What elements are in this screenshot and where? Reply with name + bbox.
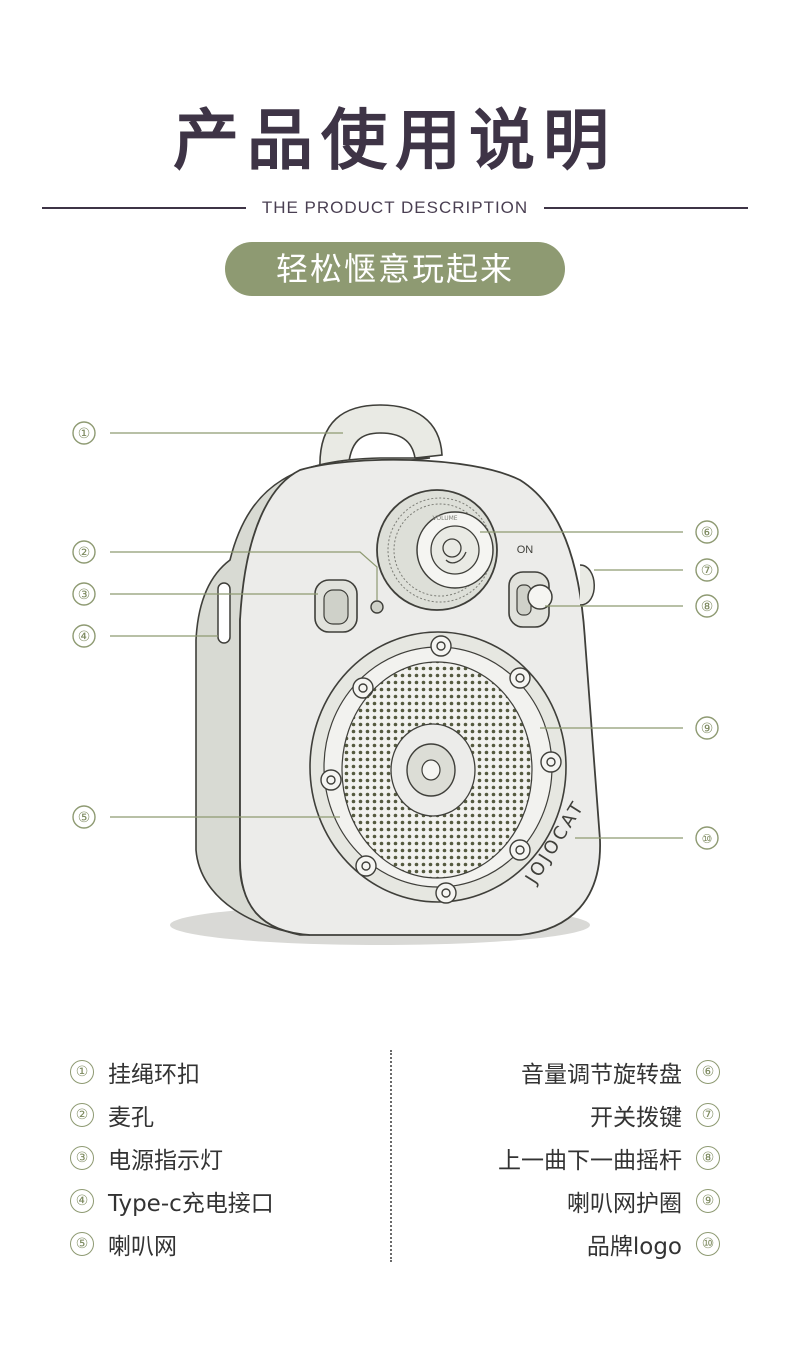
guard-screws	[320, 635, 562, 904]
legend-item-3: ③ 电源指示灯	[70, 1136, 274, 1179]
callout-5: ⑤	[78, 810, 91, 826]
type-c-port	[217, 582, 231, 644]
mic-hole	[370, 600, 384, 614]
legend-item-2: ② 麦孔	[70, 1093, 274, 1136]
legend-num: ⑤	[70, 1231, 94, 1256]
legend-text: 开关拨键	[590, 1104, 682, 1131]
callout-9: ⑨	[701, 721, 714, 737]
power-indicator	[314, 579, 358, 633]
knob-label: VOLUME	[432, 515, 457, 522]
callout-1: ①	[78, 426, 91, 442]
legend-text: 喇叭网	[108, 1233, 177, 1260]
callout-2: ②	[78, 545, 91, 561]
legend-num: ⑦	[696, 1102, 720, 1127]
legend-text: Type-c充电接口	[108, 1190, 274, 1217]
on-label: ON	[517, 544, 534, 556]
speaker-diagram: VOLUME ON JOJOCAT	[72, 404, 719, 945]
legend-left-column: ① 挂绳环扣 ② 麦孔 ③ 电源指示灯 ④ Type-c充电接口 ⑤ 喇叭网	[70, 1050, 274, 1265]
legend-num: ⑩	[696, 1231, 720, 1256]
legend-num: ①	[70, 1059, 94, 1084]
legend-text: 喇叭网护圈	[567, 1190, 682, 1217]
legend-num: ⑨	[696, 1188, 720, 1213]
legend-text: 上一曲下一曲摇杆	[498, 1147, 682, 1174]
legend-num: ④	[70, 1188, 94, 1213]
speaker-grille	[341, 661, 533, 879]
subtitle-line-left	[42, 207, 246, 209]
legend-num: ②	[70, 1102, 94, 1127]
legend-right-column: 音量调节旋转盘 ⑥ 开关拨键 ⑦ 上一曲下一曲摇杆 ⑧ 喇叭网护圈 ⑨ 品牌logo ⑩	[498, 1050, 720, 1265]
legend-num: ③	[70, 1145, 94, 1170]
callout-7: ⑦	[701, 563, 714, 579]
legend-text: 麦孔	[108, 1104, 154, 1131]
legend-item-5: ⑤ 喇叭网	[70, 1222, 274, 1265]
callout-6: ⑥	[701, 525, 714, 541]
callout-3: ③	[78, 587, 91, 603]
subtitle-line-right	[544, 207, 748, 209]
legend-item-10: 品牌logo ⑩	[498, 1222, 720, 1265]
lanyard-loop	[319, 404, 443, 471]
legend: ① 挂绳环扣 ② 麦孔 ③ 电源指示灯 ④ Type-c充电接口 ⑤ 喇叭网 音量调节旋转…	[0, 1040, 790, 1280]
legend-num: ⑧	[696, 1145, 720, 1170]
legend-item-8: 上一曲下一曲摇杆 ⑧	[498, 1136, 720, 1179]
subtitle: THE PRODUCT DESCRIPTION	[261, 198, 529, 217]
tagline-pill: 轻松惬意玩起来	[225, 242, 565, 296]
callout-8: ⑧	[701, 599, 714, 615]
legend-text: 音量调节旋转盘	[521, 1061, 682, 1088]
legend-divider	[390, 1050, 392, 1262]
legend-text: 挂绳环扣	[108, 1061, 200, 1088]
page-title: 产品使用说明	[173, 102, 617, 179]
legend-item-1: ① 挂绳环扣	[70, 1050, 274, 1093]
subtitle-row: THE PRODUCT DESCRIPTION	[42, 194, 748, 222]
volume-knob	[376, 489, 498, 611]
callout-10: ⑩	[702, 832, 713, 846]
track-joystick	[508, 571, 553, 628]
callout-4: ④	[78, 629, 91, 645]
legend-item-4: ④ Type-c充电接口	[70, 1179, 274, 1222]
legend-text: 电源指示灯	[108, 1147, 223, 1174]
callout-markers: ① ② ③ ④ ⑤ ⑥ ⑦ ⑧ ⑨ ⑩	[72, 421, 719, 850]
legend-num: ⑥	[696, 1059, 720, 1084]
legend-item-7: 开关拨键 ⑦	[498, 1093, 720, 1136]
legend-item-6: 音量调节旋转盘 ⑥	[498, 1050, 720, 1093]
legend-text: 品牌logo	[586, 1233, 682, 1260]
callout-lines	[110, 432, 683, 839]
power-switch	[579, 564, 595, 606]
legend-item-9: 喇叭网护圈 ⑨	[498, 1179, 720, 1222]
